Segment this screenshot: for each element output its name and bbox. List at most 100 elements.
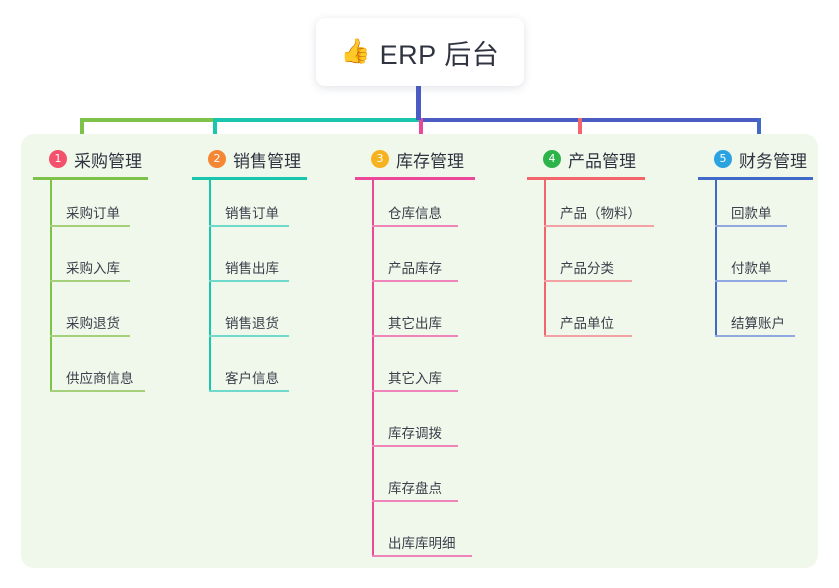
list-item-label: 库存盘点: [388, 481, 442, 496]
thumbs-up-icon: 👍: [340, 38, 371, 65]
list-item-label: 付款单: [731, 261, 772, 276]
list-item[interactable]: 付款单: [698, 235, 838, 290]
list-item-rule: [50, 280, 130, 282]
list-item-rule: [715, 335, 795, 337]
list-item-label: 采购订单: [66, 206, 120, 221]
column-销售管理: 2 销售管理销售订单销售出库销售退货客户信息: [192, 146, 342, 400]
list-item-rule: [50, 335, 130, 337]
list-item-rule: [209, 225, 289, 227]
list-item[interactable]: 采购退货: [33, 290, 183, 345]
drop-col-1: [80, 118, 84, 138]
list-item[interactable]: 供应商信息: [33, 345, 183, 400]
list-item[interactable]: 库存盘点: [355, 455, 510, 510]
column-title: 产品管理: [568, 151, 636, 171]
list-item[interactable]: 销售出库: [192, 235, 342, 290]
column-title: 库存管理: [396, 151, 464, 171]
root-title-card: 👍 ERP 后台: [316, 18, 524, 86]
list-item[interactable]: 出库库明细: [355, 510, 510, 565]
list-item[interactable]: 销售退货: [192, 290, 342, 345]
list-item[interactable]: 采购入库: [33, 235, 183, 290]
list-item-label: 销售订单: [225, 206, 279, 221]
column-badge: 4: [543, 150, 561, 168]
list-item[interactable]: 其它入库: [355, 345, 510, 400]
list-item[interactable]: 产品库存: [355, 235, 510, 290]
drop-col-3: [419, 118, 423, 138]
column-spine: [372, 180, 374, 557]
column-items: 仓库信息产品库存其它出库其它入库库存调拨库存盘点出库库明细: [355, 180, 510, 565]
list-item-rule: [372, 555, 472, 557]
list-item-rule: [544, 280, 632, 282]
list-item-rule: [544, 225, 654, 227]
column-items: 采购订单采购入库采购退货供应商信息: [33, 180, 183, 400]
list-item-label: 库存调拨: [388, 426, 442, 441]
list-item-label: 产品（物料）: [560, 206, 641, 221]
list-item-label: 产品单位: [560, 316, 614, 331]
list-item-label: 销售出库: [225, 261, 279, 276]
list-item-rule: [372, 335, 458, 337]
list-item-rule: [372, 280, 458, 282]
list-item-rule: [372, 445, 458, 447]
column-spine: [50, 180, 52, 392]
list-item-rule: [372, 390, 458, 392]
list-item[interactable]: 客户信息: [192, 345, 342, 400]
list-item[interactable]: 仓库信息: [355, 180, 510, 235]
drop-col-5: [757, 118, 761, 138]
column-header-rule: [192, 177, 307, 180]
column-spine: [715, 180, 717, 337]
list-item-label: 产品分类: [560, 261, 614, 276]
column-title: 财务管理: [739, 151, 807, 171]
indigo-segment: [419, 118, 759, 122]
drop-col-2: [213, 118, 217, 138]
list-item-label: 结算账户: [731, 316, 785, 331]
column-badge: 1: [49, 150, 67, 168]
list-item[interactable]: 产品（物料）: [527, 180, 687, 235]
list-item-rule: [209, 390, 289, 392]
column-title: 采购管理: [74, 151, 142, 171]
list-item-label: 其它出库: [388, 316, 442, 331]
list-item[interactable]: 库存调拨: [355, 400, 510, 455]
column-badge: 5: [714, 150, 732, 168]
list-item-rule: [544, 335, 632, 337]
column-items: 回款单付款单结算账户: [698, 180, 838, 345]
column-header-rule: [355, 177, 475, 180]
list-item[interactable]: 结算账户: [698, 290, 838, 345]
list-item-label: 产品库存: [388, 261, 442, 276]
page-title: ERP 后台: [379, 39, 500, 70]
green-segment: [80, 118, 213, 122]
list-item-label: 其它入库: [388, 371, 442, 386]
column-badge: 2: [208, 150, 226, 168]
list-item-label: 出库库明细: [388, 536, 456, 551]
list-item-rule: [209, 335, 289, 337]
column-header-采购管理[interactable]: 1 采购管理: [33, 146, 183, 172]
list-item-label: 回款单: [731, 206, 772, 221]
list-item-label: 销售退货: [225, 316, 279, 331]
list-item-label: 仓库信息: [388, 206, 442, 221]
list-item-rule: [372, 500, 458, 502]
column-header-产品管理[interactable]: 4 产品管理: [527, 146, 687, 172]
list-item-rule: [715, 280, 787, 282]
list-item-rule: [372, 225, 458, 227]
column-header-销售管理[interactable]: 2 销售管理: [192, 146, 342, 172]
diagram-panel: [21, 134, 818, 568]
list-item[interactable]: 销售订单: [192, 180, 342, 235]
list-item[interactable]: 产品分类: [527, 235, 687, 290]
list-item-rule: [50, 390, 145, 392]
list-item-rule: [209, 280, 289, 282]
list-item-label: 供应商信息: [66, 371, 134, 386]
column-采购管理: 1 采购管理采购订单采购入库采购退货供应商信息: [33, 146, 183, 400]
column-财务管理: 5 财务管理回款单付款单结算账户: [698, 146, 838, 345]
list-item[interactable]: 产品单位: [527, 290, 687, 345]
list-item-label: 采购入库: [66, 261, 120, 276]
list-item[interactable]: 回款单: [698, 180, 838, 235]
list-item[interactable]: 采购订单: [33, 180, 183, 235]
list-item[interactable]: 其它出库: [355, 290, 510, 345]
column-items: 产品（物料） 产品分类产品单位: [527, 180, 687, 345]
column-header-rule: [698, 177, 813, 180]
column-header-财务管理[interactable]: 5 财务管理: [698, 146, 838, 172]
column-title: 销售管理: [233, 151, 301, 171]
trunk-connector-vertical: [416, 86, 421, 120]
list-item-rule: [50, 225, 130, 227]
column-items: 销售订单销售出库销售退货客户信息: [192, 180, 342, 400]
